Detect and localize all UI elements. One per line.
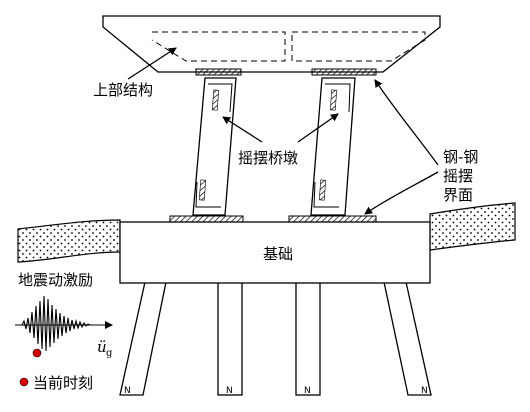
- superstructure-arrow: [127, 47, 177, 80]
- foundation-label: 基础: [263, 245, 293, 263]
- top-interface-plate-right: [311, 68, 377, 76]
- interface-label-line2: 摇摆: [443, 167, 473, 185]
- pile-mark-4: N: [421, 386, 428, 396]
- superstructure-label: 上部结构: [93, 81, 153, 99]
- interface-arrow-bottom: [364, 171, 439, 215]
- rocking-pier-left: [192, 77, 237, 216]
- rocking-pier-label: 摇摆桥墩: [238, 149, 298, 167]
- current-time-marker-wave: [32, 348, 42, 358]
- ground-accel-symbol: ü: [97, 338, 107, 356]
- bottom-interface-plate-left: [169, 215, 244, 223]
- interface-label-line1: 钢-钢: [443, 148, 478, 166]
- pile-1: [119, 281, 167, 396]
- ground-motion-record: [15, 295, 113, 352]
- interface-label-line3: 界面: [443, 186, 473, 204]
- bottom-interface-plate-right: [288, 215, 377, 223]
- pile-4: [383, 281, 432, 396]
- current-time-legend-marker: [19, 377, 29, 387]
- pile-mark-3: N: [304, 386, 311, 396]
- top-interface-plate-left: [195, 68, 242, 76]
- piles: N N N N: [119, 281, 432, 396]
- pile-3: [295, 281, 321, 396]
- pile-2: [217, 281, 243, 396]
- rocking-pier-arrow-right: [297, 113, 339, 143]
- foundation: [119, 221, 431, 284]
- rocking-pier-arrow-left: [222, 116, 263, 143]
- superstructure: [102, 15, 441, 73]
- soil-left: [17, 219, 121, 263]
- seismic-excitation-label: 地震动激励: [18, 271, 93, 289]
- current-time-label: 当前时刻: [33, 374, 93, 392]
- pile-mark-1: N: [124, 386, 131, 396]
- soil-right: [429, 202, 516, 251]
- pile-mark-2: N: [226, 386, 233, 396]
- ground-accel-subscript: g: [106, 348, 113, 359]
- interface-arrow-top: [374, 79, 439, 166]
- rocking-pier-right: [310, 77, 356, 216]
